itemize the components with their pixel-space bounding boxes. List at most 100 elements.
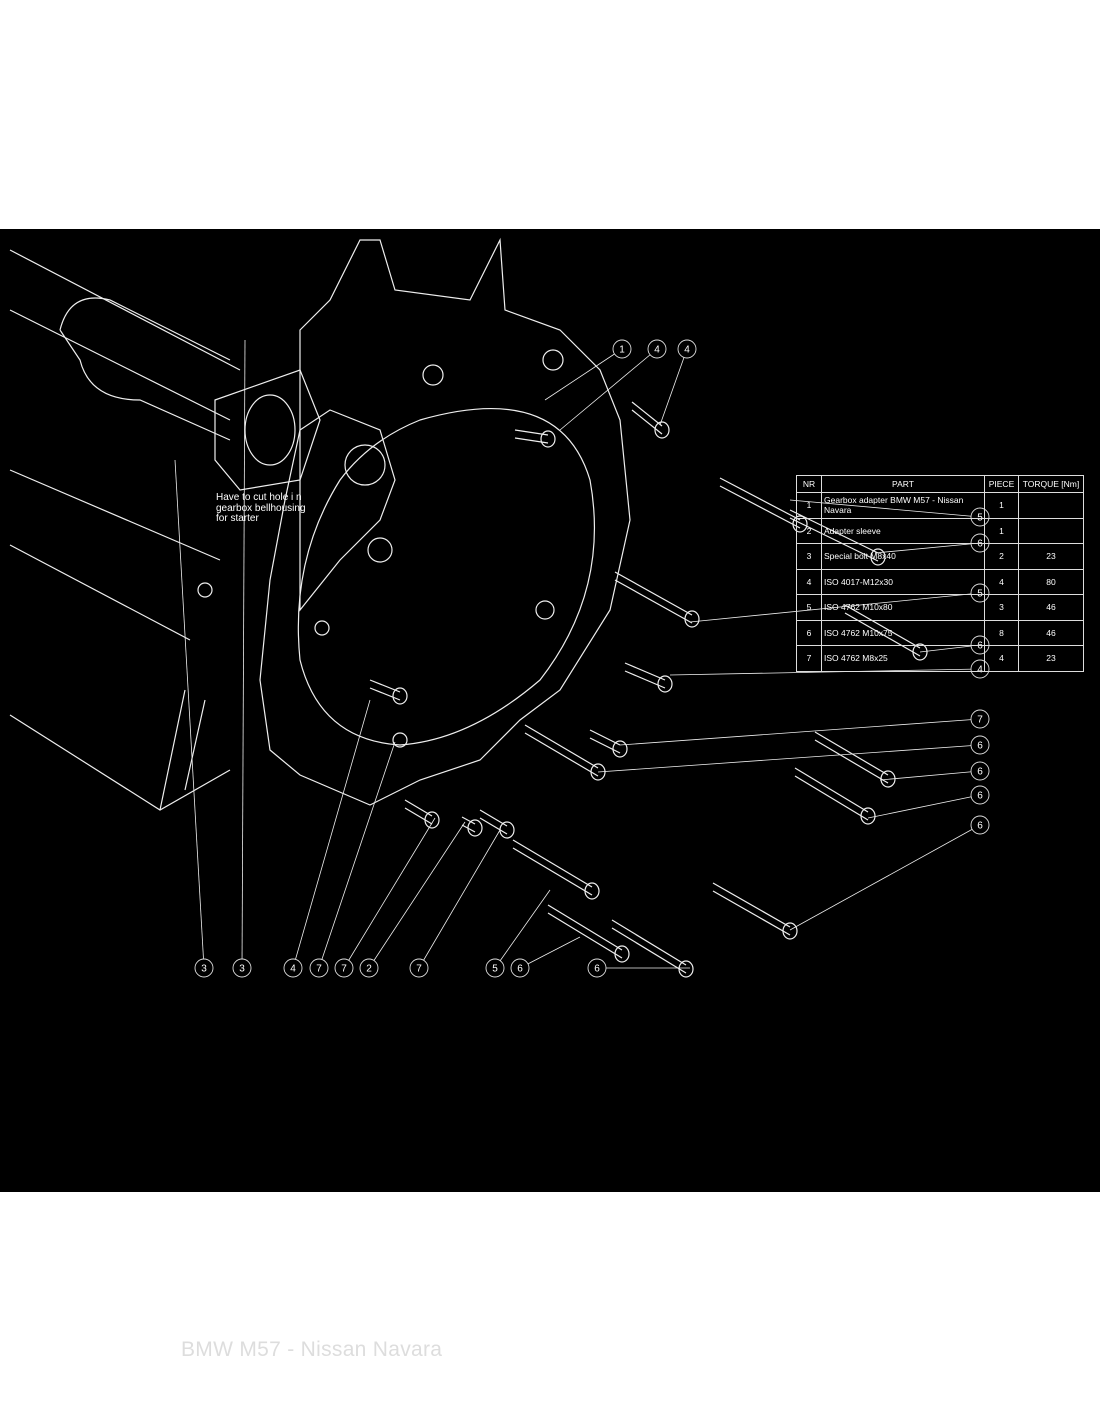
cell-torque: 46: [1018, 594, 1084, 621]
cell-torque: [1018, 492, 1084, 519]
leader-line: [418, 829, 501, 969]
callout-balloon: 4: [647, 339, 667, 359]
gearbox-housing: [9, 249, 241, 811]
callout-balloon: 6: [970, 815, 990, 835]
cell-piece: 4: [984, 645, 1019, 672]
leader-line: [241, 339, 246, 969]
bolts: [369, 401, 928, 978]
adapter-plate: [197, 237, 631, 806]
bolt: [631, 401, 670, 439]
callout-number: 6: [977, 767, 983, 778]
callout-balloon: 4: [677, 339, 697, 359]
leader-line: [494, 889, 551, 969]
callout-number: 6: [977, 741, 983, 752]
leader-line: [879, 770, 981, 781]
leader-line: [519, 936, 581, 969]
leader-line: [292, 699, 371, 969]
cell-piece: 8: [984, 619, 1019, 646]
bolt: [712, 882, 798, 940]
cell-nr: 4: [796, 568, 822, 595]
cell-torque: 23: [1018, 543, 1084, 570]
callout-number: 1: [619, 345, 625, 356]
callout-number: 3: [239, 964, 245, 975]
callout-balloon: 7: [409, 958, 429, 978]
cell-nr: 3: [796, 543, 822, 570]
callout-balloon: 6: [970, 761, 990, 781]
callout-number: 6: [594, 964, 600, 975]
bolt: [624, 662, 673, 693]
cell-nr: 5: [796, 594, 822, 621]
leader-line: [368, 821, 466, 969]
bolt: [514, 429, 556, 448]
bolt: [547, 904, 630, 963]
leader-line: [597, 744, 981, 773]
cell-part: ISO 4762 M8x25: [821, 645, 985, 672]
header-part: PART: [821, 475, 985, 493]
callout-number: 6: [517, 964, 523, 975]
bolt: [589, 729, 628, 758]
drawing-title: BMW M57 - Nissan Navara: [181, 1338, 443, 1361]
bolt: [814, 731, 896, 788]
leader-line: [789, 824, 981, 931]
callout-number: 4: [290, 964, 296, 975]
bolt: [461, 816, 483, 837]
cell-torque: [1018, 517, 1084, 544]
bolt: [611, 919, 694, 978]
bolt: [404, 799, 440, 829]
bolt: [614, 571, 700, 628]
leader-line: [174, 459, 205, 969]
callout-number: 7: [416, 964, 422, 975]
cell-piece: 3: [984, 594, 1019, 621]
callout-balloon: 7: [970, 709, 990, 729]
callout-number: 4: [684, 345, 690, 356]
callout-number: 7: [977, 715, 983, 726]
callout-number: 2: [366, 964, 372, 975]
bolt: [524, 724, 606, 781]
callout-number: 5: [492, 964, 498, 975]
cell-nr: 6: [796, 619, 822, 646]
leader-line: [559, 348, 658, 431]
callout-balloon: 3: [194, 958, 214, 978]
table-header-row: NR PART PIECE TORQUE [Nm]: [796, 475, 1084, 493]
bolt: [512, 839, 600, 900]
callout-number: 7: [316, 964, 322, 975]
header-piece: PIECE: [984, 475, 1019, 493]
header-nr: NR: [796, 475, 822, 493]
callout-balloon: 6: [970, 735, 990, 755]
callout-number: 4: [654, 345, 660, 356]
cell-torque: 46: [1018, 619, 1084, 646]
callout-balloon: 7: [334, 958, 354, 978]
leader-line: [318, 741, 396, 969]
cell-nr: 1: [796, 492, 822, 519]
leader-line: [619, 718, 981, 746]
bolt: [369, 679, 408, 705]
callout-balloon: 1: [612, 339, 632, 359]
bolt: [794, 767, 876, 825]
bolt: [479, 809, 515, 839]
callout-balloon: 4: [283, 958, 303, 978]
cell-torque: 23: [1018, 645, 1084, 672]
leader-line: [544, 348, 623, 401]
leader-line: [343, 817, 436, 969]
callout-balloon: 6: [587, 958, 607, 978]
cell-torque: 80: [1018, 568, 1084, 595]
cell-part: Special bolt M8x40: [821, 543, 985, 570]
callout-number: 6: [977, 791, 983, 802]
cell-part: Gearbox adapter BMW M57 - Nissan Navara: [821, 492, 985, 519]
cell-part: ISO 4762 M10x75: [821, 619, 985, 646]
callout-balloon: 5: [485, 958, 505, 978]
cell-piece: 1: [984, 492, 1019, 519]
callout-balloon: 3: [232, 958, 252, 978]
leader-line: [867, 794, 981, 819]
callout-number: 7: [341, 964, 347, 975]
bolt: [719, 477, 808, 533]
cell-part: ISO 4017-M12x30: [821, 568, 985, 595]
header-torque: TORQUE [Nm]: [1018, 475, 1084, 493]
